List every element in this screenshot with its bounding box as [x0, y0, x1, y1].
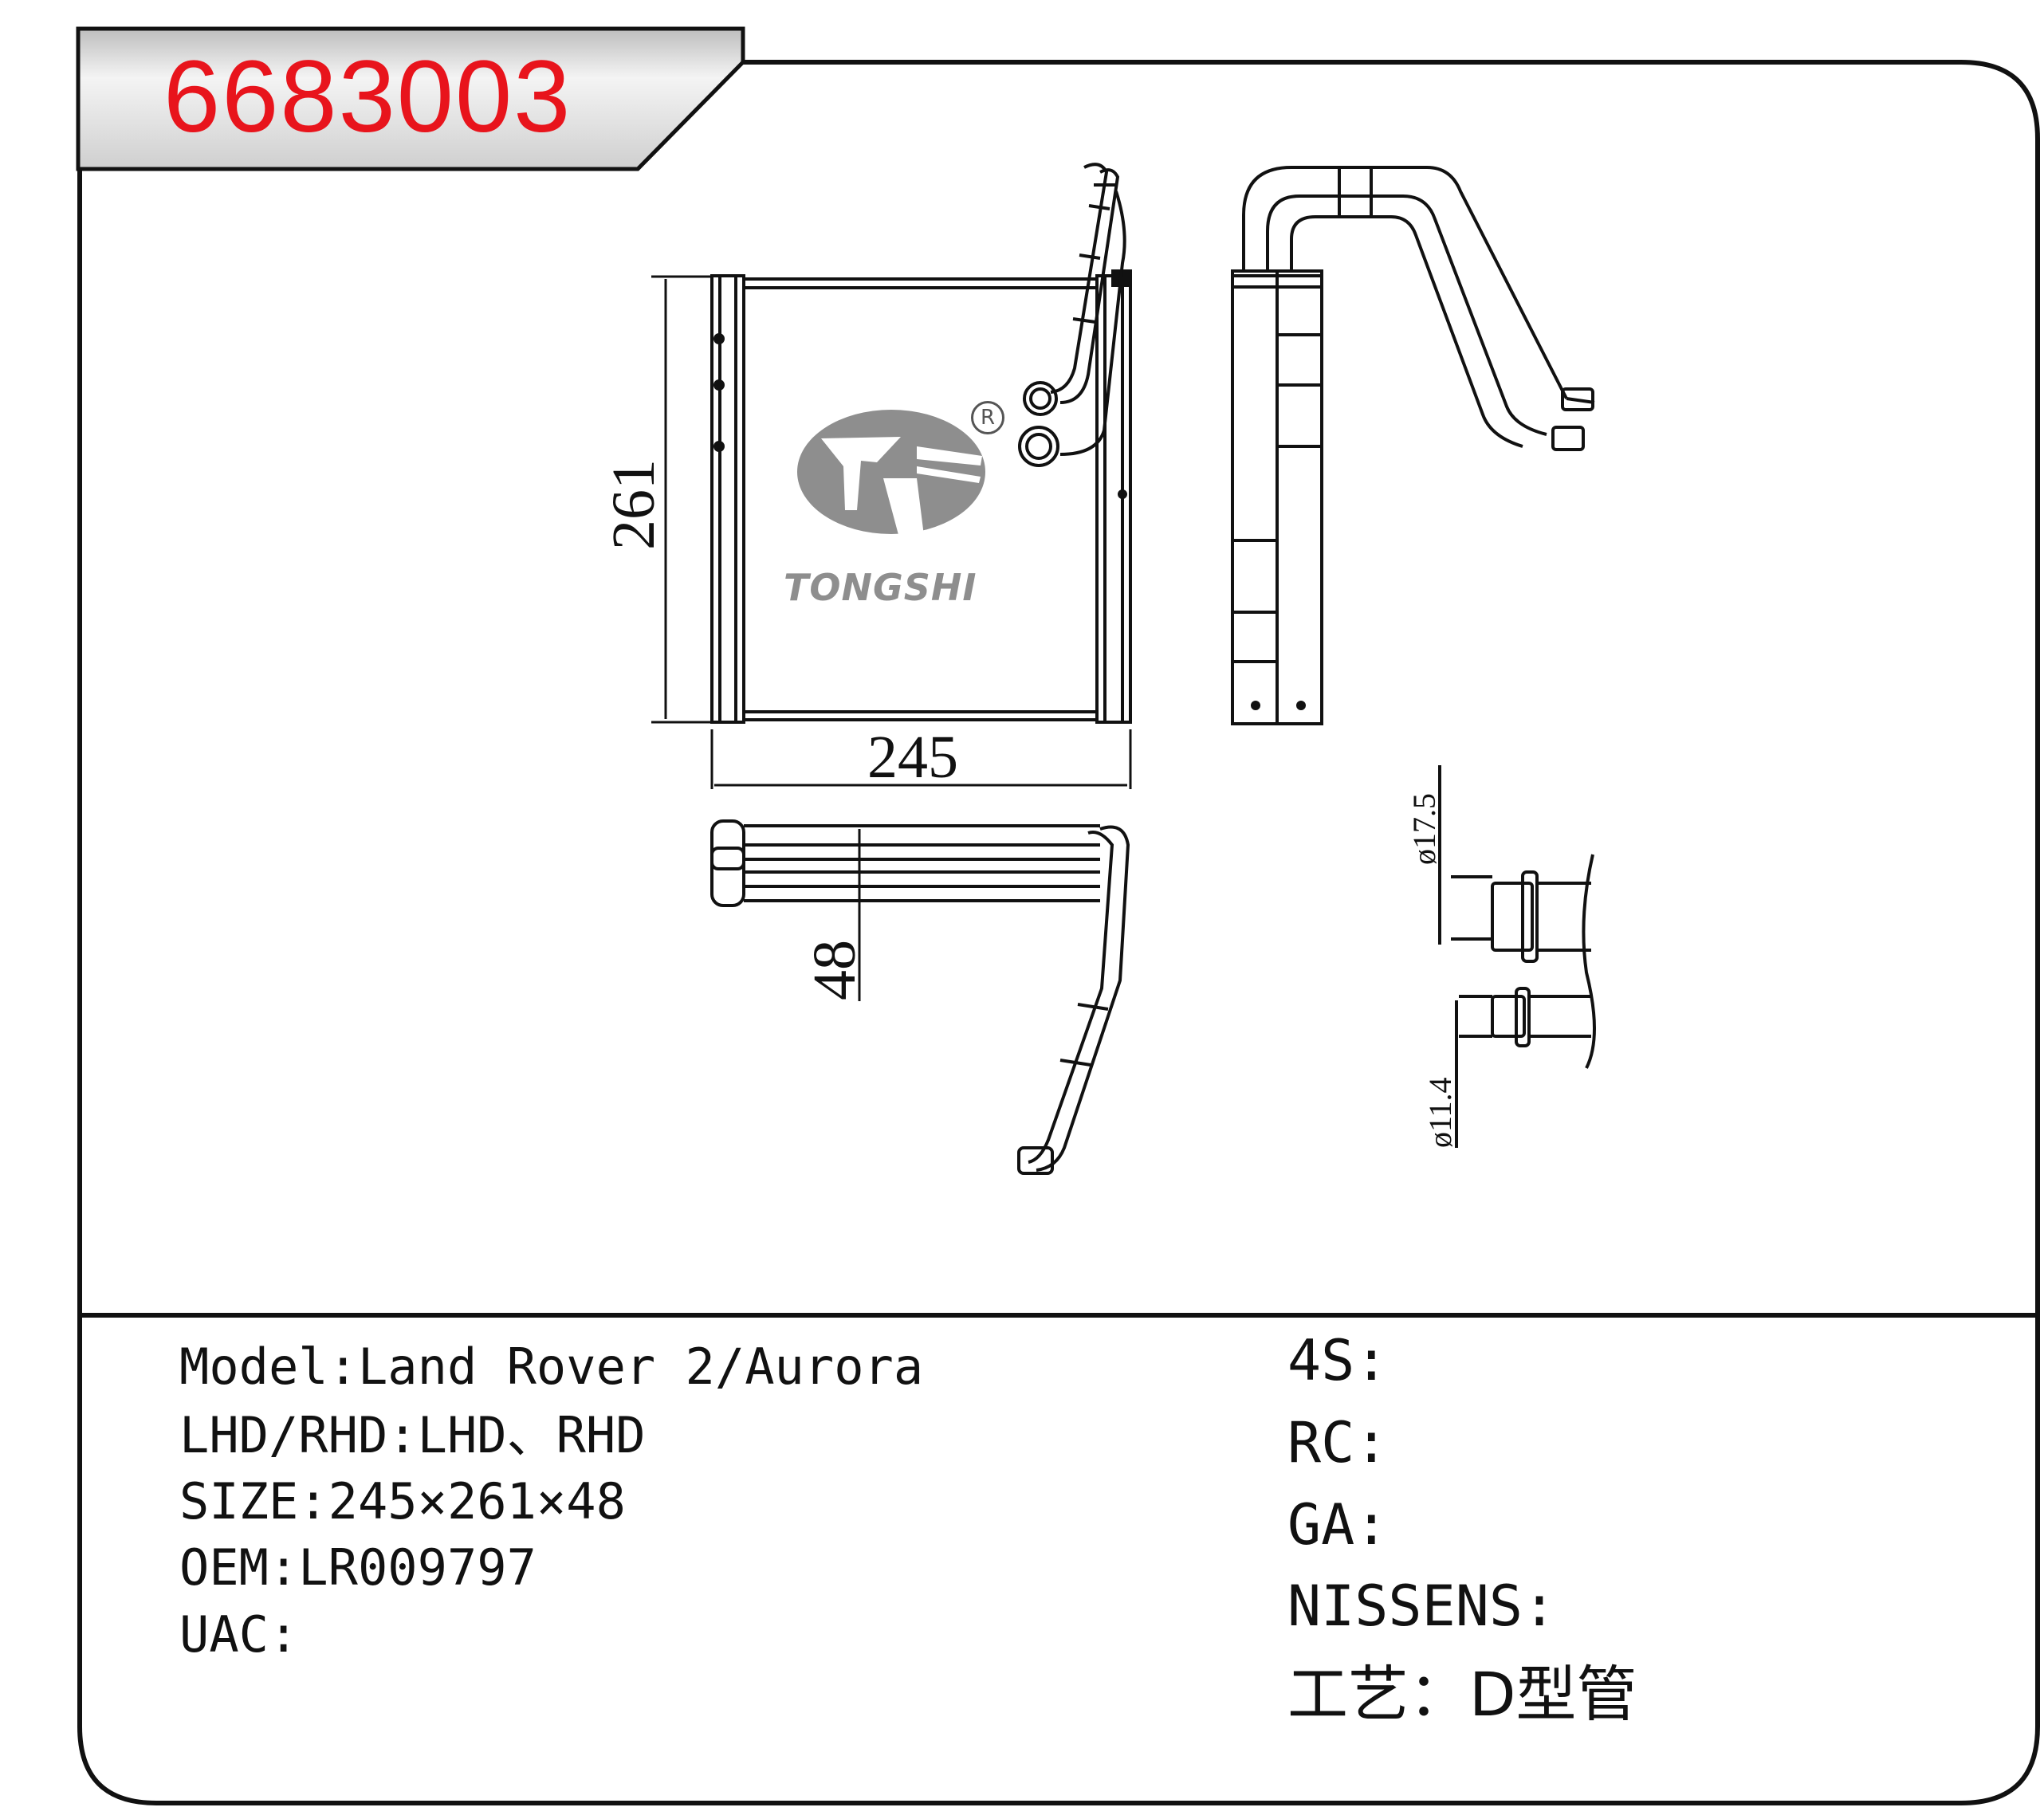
- height-dimension: 261: [600, 459, 667, 550]
- spec-4s: 4S:: [1287, 1328, 1389, 1393]
- core-side-view: [1231, 166, 1595, 725]
- header-band: [76, 26, 745, 171]
- spec-oem: OEM:LR009797: [179, 1538, 537, 1597]
- spec-model: Model:Land Rover 2/Aurora: [179, 1338, 924, 1396]
- registered-mark-icon: R: [971, 401, 1004, 434]
- spec-rc: RC:: [1287, 1410, 1389, 1475]
- core-front-view: [710, 163, 1132, 724]
- spec-uac: UAC:: [179, 1605, 299, 1664]
- core-top-view: [710, 819, 1130, 1175]
- part-number: 6683003: [163, 40, 572, 154]
- logo-emblem: [797, 410, 985, 544]
- spec-ga: GA:: [1287, 1492, 1389, 1558]
- spec-process: 工艺：D型管: [1287, 1659, 1637, 1730]
- pipe-large-dimension: ø17.5: [1406, 793, 1442, 865]
- spec-size: SIZE:245×261×48: [179, 1472, 626, 1530]
- spec-drive-side: LHD/RHD:LHD、RHD: [179, 1406, 646, 1464]
- depth-dimension: 48: [801, 940, 868, 1000]
- pipe-small-dimension: ø11.4: [1422, 1077, 1458, 1148]
- spec-nissens: NISSENS:: [1287, 1573, 1557, 1639]
- width-dimension: 245: [867, 724, 958, 791]
- brand-name: TONGSHI: [784, 566, 977, 609]
- outer-frame: [77, 60, 2040, 1805]
- dimension-lines: [651, 275, 1132, 1001]
- pipe-detail: [1438, 765, 1596, 1148]
